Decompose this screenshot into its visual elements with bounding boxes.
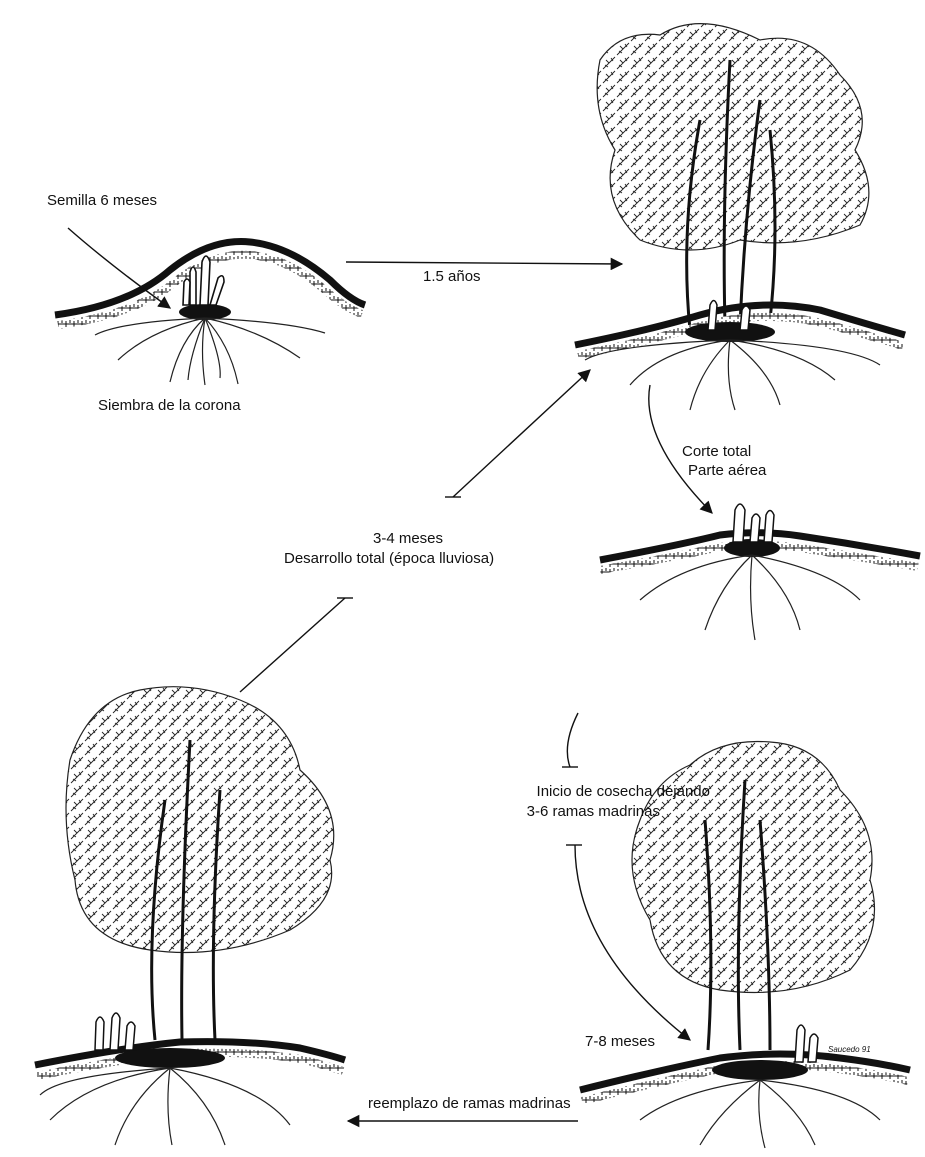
seed-label: Semilla 6 meses <box>47 192 157 210</box>
artist-signature: Saucedo 91 <box>828 1045 871 1054</box>
crown-planting-label: Siembra de la corona <box>98 397 241 415</box>
full-plant-illustration-top <box>575 24 905 410</box>
development-label-line1: 3-4 meses <box>363 530 453 548</box>
development-label-line2: Desarrollo total (época lluviosa) <box>284 550 494 568</box>
cut-label-line1: Corte total <box>682 443 751 461</box>
arrow-development-up <box>453 370 590 497</box>
cycle-arrows <box>240 262 712 1121</box>
years-label: 1.5 años <box>423 268 481 286</box>
cut-plant-illustration <box>600 504 920 640</box>
arrow-cut-to-harvest <box>567 713 578 767</box>
arrow-development-down-line <box>240 598 345 692</box>
months-7-8-label: 7-8 meses <box>585 1033 655 1051</box>
full-plant-illustration-bottom-left <box>35 687 345 1145</box>
harvest-label-line1: Inicio de cosecha dejando <box>440 783 710 801</box>
arrow-stage1-to-stage2 <box>346 262 622 264</box>
cut-label-line2: Parte aérea <box>688 462 766 480</box>
replacement-label: reemplazo de ramas madrinas <box>368 1095 571 1113</box>
crown-planting-illustration <box>55 228 365 385</box>
harvest-label-line2: 3-6 ramas madrinas <box>440 803 660 821</box>
